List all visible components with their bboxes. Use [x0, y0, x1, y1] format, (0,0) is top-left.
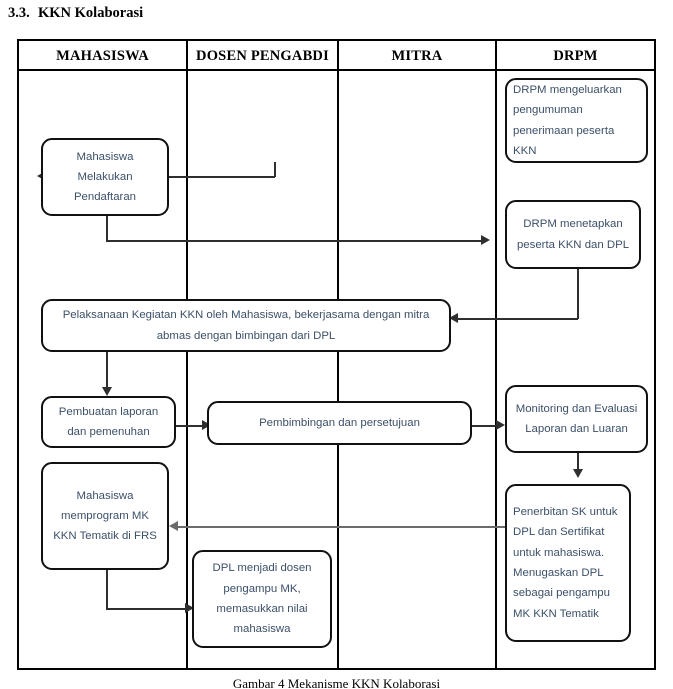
- node-dpl-dosen-label: DPL menjadi dosen pengampu MK, memasukka…: [212, 562, 312, 636]
- node-monitoring-evaluasi-label: Monitoring dan Evaluasi Laporan dan Luar…: [515, 402, 638, 435]
- column-header-mahasiswa: MAHASISWA: [56, 48, 149, 64]
- section-title: KKN Kolaborasi: [38, 5, 144, 21]
- column-header-mitra: MITRA: [391, 48, 443, 64]
- arrowhead-to-menetapkan: [481, 235, 490, 245]
- node-pembuatan-laporan-label: Pembuatan laporan dan pemenuhan: [58, 405, 159, 438]
- node-pembimbingan[interactable]: Pembimbingan dan persetujuan: [207, 401, 472, 445]
- node-mahasiswa-frs-label: Mahasiswa memprogram MK KKN Tematik di F…: [53, 489, 157, 543]
- node-pembimbingan-label: Pembimbingan dan persetujuan: [259, 416, 420, 429]
- arrowhead-to-penerbitan-sk: [573, 469, 583, 478]
- arrowhead-to-frs: [169, 521, 178, 531]
- connector-pendaftaran-to-menetapkan: [106, 240, 482, 242]
- connector-pembimbingan-to-monitoring: [471, 425, 499, 427]
- header-divider: [19, 69, 654, 71]
- arrowhead-to-dpl-dosen: [185, 603, 194, 613]
- connector-laporan-to-pembimbingan: [175, 425, 205, 427]
- arrowhead-to-pembimbingan: [202, 420, 211, 430]
- connector-menetapkan-down: [577, 268, 579, 319]
- node-dpl-dosen[interactable]: DPL menjadi dosen pengampu MK, memasukka…: [192, 550, 332, 648]
- connector-sk-to-frs: [175, 526, 511, 528]
- node-monitoring-evaluasi[interactable]: Monitoring dan Evaluasi Laporan dan Luar…: [505, 385, 648, 453]
- arrowhead-to-monitoring: [496, 420, 505, 430]
- connector-menetapkan-to-pelaksanaan: [456, 318, 578, 320]
- node-drpm-pengumuman[interactable]: DRPM mengeluarkan pengumuman penerimaan …: [505, 78, 648, 163]
- figure-caption: Gambar 4 Mekanisme KKN Kolaborasi: [232, 676, 441, 689]
- connector-pelaksanaan-down: [106, 351, 108, 391]
- column-divider-3: [495, 41, 497, 668]
- arrowhead-to-pembuatan-laporan: [102, 387, 112, 396]
- node-drpm-menetapkan-label: DRPM menetapkan peserta KKN dan DPL: [516, 218, 630, 251]
- connector-frs-to-dpl: [106, 608, 188, 610]
- node-penerbitan-sk[interactable]: Penerbitan SK untuk DPL dan Sertifikat u…: [505, 484, 631, 642]
- node-mahasiswa-frs[interactable]: Mahasiswa memprogram MK KKN Tematik di F…: [41, 462, 169, 570]
- column-header-dosen-pengabdi: DOSEN PENGABDI: [196, 48, 329, 64]
- swimlane-table: MAHASISWA DOSEN PENGABDI MITRA DRPM DRPM…: [17, 39, 656, 670]
- column-divider-1: [186, 41, 188, 668]
- node-pembuatan-laporan[interactable]: Pembuatan laporan dan pemenuhan: [41, 396, 176, 448]
- column-header-drpm: DRPM: [553, 48, 598, 64]
- connector-pengumuman-down: [274, 162, 276, 177]
- section-heading: 3.3. KKN Kolaborasi: [8, 5, 143, 22]
- connector-frs-down: [106, 569, 108, 609]
- node-drpm-menetapkan[interactable]: DRPM menetapkan peserta KKN dan DPL: [505, 200, 641, 269]
- node-penerbitan-sk-label: Penerbitan SK untuk DPL dan Sertifikat u…: [513, 506, 618, 620]
- connector-monitoring-down: [577, 452, 579, 474]
- node-pelaksanaan-kkn-label: Pelaksanaan Kegiatan KKN oleh Mahasiswa,…: [62, 309, 430, 342]
- connector-pendaftaran-down: [106, 215, 108, 241]
- section-number: 3.3.: [8, 5, 30, 21]
- column-divider-2: [337, 41, 339, 668]
- node-mahasiswa-daftar-label: Mahasiswa Melakukan Pendaftaran: [73, 150, 137, 204]
- node-mahasiswa-daftar[interactable]: Mahasiswa Melakukan Pendaftaran: [41, 138, 169, 216]
- node-pelaksanaan-kkn[interactable]: Pelaksanaan Kegiatan KKN oleh Mahasiswa,…: [41, 299, 451, 352]
- node-drpm-pengumuman-label: DRPM mengeluarkan pengumuman penerimaan …: [513, 83, 622, 157]
- arrowhead-to-pelaksanaan: [449, 313, 458, 323]
